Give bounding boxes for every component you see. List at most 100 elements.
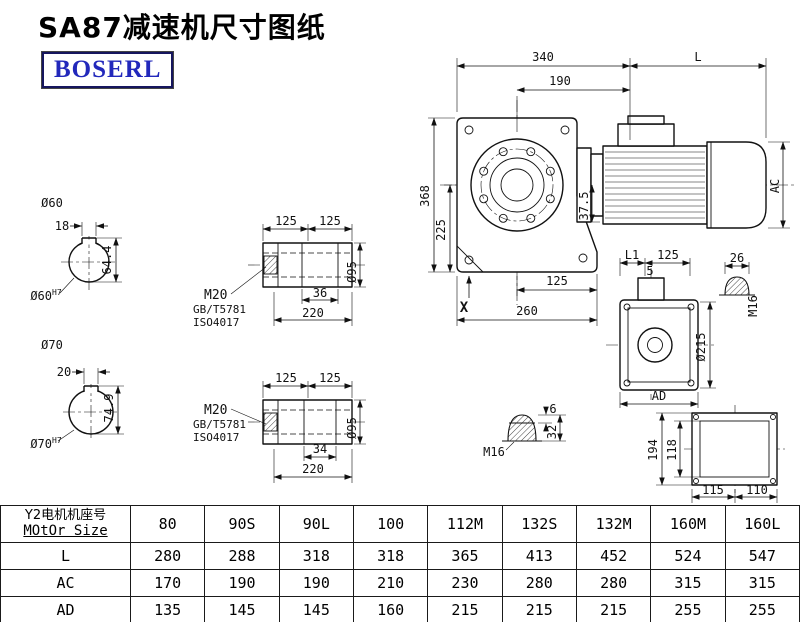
table-cell: 365 bbox=[427, 542, 503, 570]
table-cell: 215 bbox=[575, 596, 652, 622]
dim-225-label: 225 bbox=[434, 219, 448, 241]
table-corner-header: Y2电机机座号 MOtOr Size bbox=[0, 505, 131, 543]
dim-34-label: 34 bbox=[313, 442, 327, 456]
table-row-AD: AD 135 145 145 160 215 215 215 255 255 bbox=[0, 596, 800, 622]
standard-label-1: GB/T5781 bbox=[193, 418, 246, 431]
dim-L-label: L bbox=[694, 50, 701, 64]
table-col-header: 100 bbox=[352, 505, 429, 543]
table-cell: 452 bbox=[575, 542, 652, 570]
table-header-row: Y2电机机座号 MOtOr Size 80 90S 90L 100 112M 1… bbox=[0, 505, 800, 543]
fit-leader bbox=[59, 277, 75, 294]
shaft-features bbox=[277, 400, 337, 444]
table-row-AC: AC 170 190 190 210 230 280 280 315 315 bbox=[0, 569, 800, 597]
dim-M16-label: M16 bbox=[746, 295, 760, 317]
dim-36-label: 36 bbox=[313, 286, 327, 300]
dim-AC-label: AC bbox=[768, 179, 782, 193]
table-cell: 547 bbox=[724, 542, 800, 570]
keyway-mask bbox=[84, 388, 98, 394]
dim-220-label: 220 bbox=[302, 462, 324, 476]
dim-32-label: 32 bbox=[545, 425, 559, 439]
shaft-features bbox=[277, 243, 339, 287]
table-cell: 315 bbox=[724, 569, 800, 597]
dim-220-label: 220 bbox=[302, 306, 324, 320]
dim-95-label: Ø95 bbox=[345, 417, 359, 439]
main-extension-lines bbox=[428, 58, 790, 326]
table-cell: 255 bbox=[650, 596, 726, 622]
table-col-header: 160M bbox=[650, 505, 726, 543]
table-cell: 318 bbox=[278, 542, 354, 570]
output-bore-circle bbox=[647, 337, 663, 353]
table-cell: 288 bbox=[204, 542, 280, 570]
table-cell: 160 bbox=[352, 596, 429, 622]
keyway-60 bbox=[81, 237, 97, 244]
flange-bolt-holes bbox=[479, 147, 555, 223]
table-row-L: L 280 288 318 318 365 413 452 524 547 bbox=[0, 542, 800, 570]
dim-18-label: 18 bbox=[55, 219, 69, 233]
flange-outer-circle bbox=[470, 138, 564, 232]
standard-label-2: ISO4017 bbox=[193, 431, 239, 444]
standard-label-2: ISO4017 bbox=[193, 316, 239, 329]
dim-125a-label: 125 bbox=[275, 371, 297, 385]
table-cell: 280 bbox=[501, 569, 577, 597]
fit-leader bbox=[57, 429, 75, 442]
motor-fins bbox=[605, 151, 705, 219]
ext-lines bbox=[83, 368, 124, 435]
table-col-header: 90L bbox=[278, 505, 354, 543]
dim-6-label: 6 bbox=[549, 402, 556, 416]
dim-20-label: 20 bbox=[57, 365, 71, 379]
housing-chamfer bbox=[456, 245, 484, 273]
dim-26-label: 26 bbox=[730, 251, 744, 265]
size-table: Y2电机机座号 MOtOr Size 80 90S 90L 100 112M 1… bbox=[0, 505, 800, 622]
bore-hidden-lines bbox=[263, 409, 352, 435]
main-view: 340 L 190 368 225 37.5 AC 125 260 X bbox=[418, 50, 795, 326]
motor-size-label-cn: Y2电机机座号 bbox=[24, 508, 107, 523]
motor-size-label-en: MOtOr Size bbox=[23, 523, 108, 539]
dim-340-label: 340 bbox=[532, 50, 554, 64]
motor-adapter bbox=[590, 153, 604, 217]
table-col-header: 90S bbox=[204, 505, 280, 543]
side-view: L1 125 5 26 M16 Ø215 AD bbox=[606, 248, 760, 408]
table-cell: 255 bbox=[724, 596, 800, 622]
table-cell: 190 bbox=[204, 569, 280, 597]
input-boss bbox=[637, 277, 665, 301]
table-col-header: 80 bbox=[129, 505, 206, 543]
bore-circle bbox=[500, 168, 534, 202]
keyway-mask bbox=[82, 239, 96, 245]
size-table-wrap: Y2电机机座号 MOtOr Size 80 90S 90L 100 112M 1… bbox=[0, 505, 800, 622]
centerline bbox=[63, 384, 119, 440]
side-corner-holes bbox=[623, 303, 695, 387]
fan-cover bbox=[706, 141, 767, 229]
table-cell: 280 bbox=[129, 542, 206, 570]
bore-hidden-lines bbox=[263, 252, 352, 278]
dim-L1-label: L1 bbox=[625, 248, 639, 262]
terminal-box bbox=[617, 123, 675, 147]
standard-label-1: GB/T5781 bbox=[193, 303, 246, 316]
dim-125-label: 125 bbox=[546, 274, 568, 288]
thread-label: M20 bbox=[204, 288, 227, 303]
dim-190-label: 190 bbox=[549, 74, 571, 88]
table-cell: 318 bbox=[352, 542, 429, 570]
terminal-box-lid bbox=[627, 115, 665, 125]
rear-outer bbox=[691, 412, 778, 486]
dim-125-label: 125 bbox=[657, 248, 679, 262]
shaft-60-fit-label: Ø60H7 bbox=[30, 288, 62, 303]
ext-lines bbox=[81, 222, 122, 283]
thread-label: M20 bbox=[204, 403, 227, 418]
table-col-header: 132M bbox=[575, 505, 652, 543]
dim-194-label: 194 bbox=[646, 439, 660, 461]
output-hub-circle bbox=[637, 327, 673, 363]
shaft-section-70: 20 Ø70 74.9 Ø70H7 bbox=[30, 338, 124, 451]
gearbox-housing bbox=[456, 117, 598, 273]
shaft-section-60: 18 Ø60 64.4 Ø60H7 bbox=[30, 196, 122, 303]
table-cell: 230 bbox=[427, 569, 503, 597]
table-row-label: AC bbox=[0, 569, 131, 597]
table-cell: 280 bbox=[575, 569, 652, 597]
table-row-label: L bbox=[0, 542, 131, 570]
breather-plug bbox=[724, 276, 750, 296]
table-cell: 210 bbox=[352, 569, 429, 597]
centerline bbox=[61, 236, 117, 290]
dim-110-label: 110 bbox=[746, 483, 768, 497]
dim-74-9-label: 74.9 bbox=[102, 394, 116, 423]
table-row-label: AD bbox=[0, 596, 131, 622]
